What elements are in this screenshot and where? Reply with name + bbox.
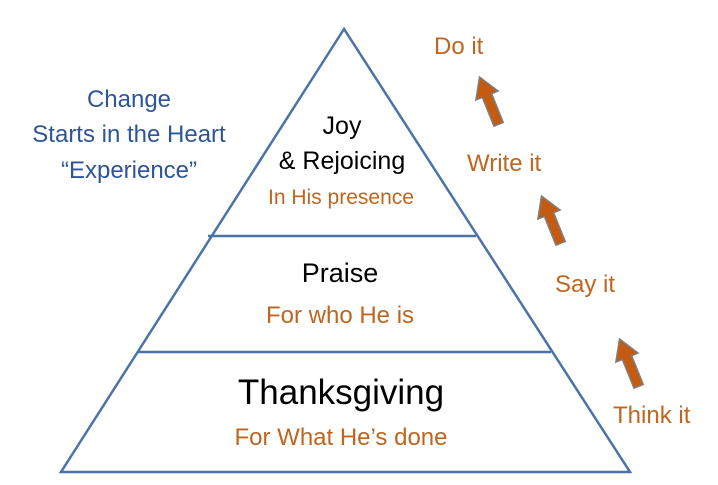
arrow-up-3 [474, 75, 505, 128]
side-note-line-2: Starts in the Heart [32, 121, 226, 148]
arrow-up-1 [614, 337, 645, 390]
tier-middle-subtitle: For who He is [265, 302, 415, 329]
tier-bottom-title: Thanksgiving [237, 373, 445, 412]
step-label-say-it: Say it [555, 271, 616, 298]
arrow-up-2 [536, 194, 567, 247]
step-label-think-it: Think it [613, 402, 691, 429]
pyramid-outline [58, 26, 633, 474]
side-note-line-3: “Experience” [60, 157, 198, 184]
tier-top-subtitle: In His presence [268, 186, 414, 209]
step-label-write-it: Write it [467, 150, 542, 177]
side-note-line-1: Change [86, 86, 172, 113]
tier-middle-title: Praise [301, 258, 379, 288]
tier-top-title-line-1: Joy [322, 112, 362, 140]
tier-bottom-subtitle: For What He’s done [234, 424, 448, 451]
tier-top-title-line-2: & Rejoicing [278, 147, 406, 175]
step-label-do-it: Do it [434, 33, 484, 60]
